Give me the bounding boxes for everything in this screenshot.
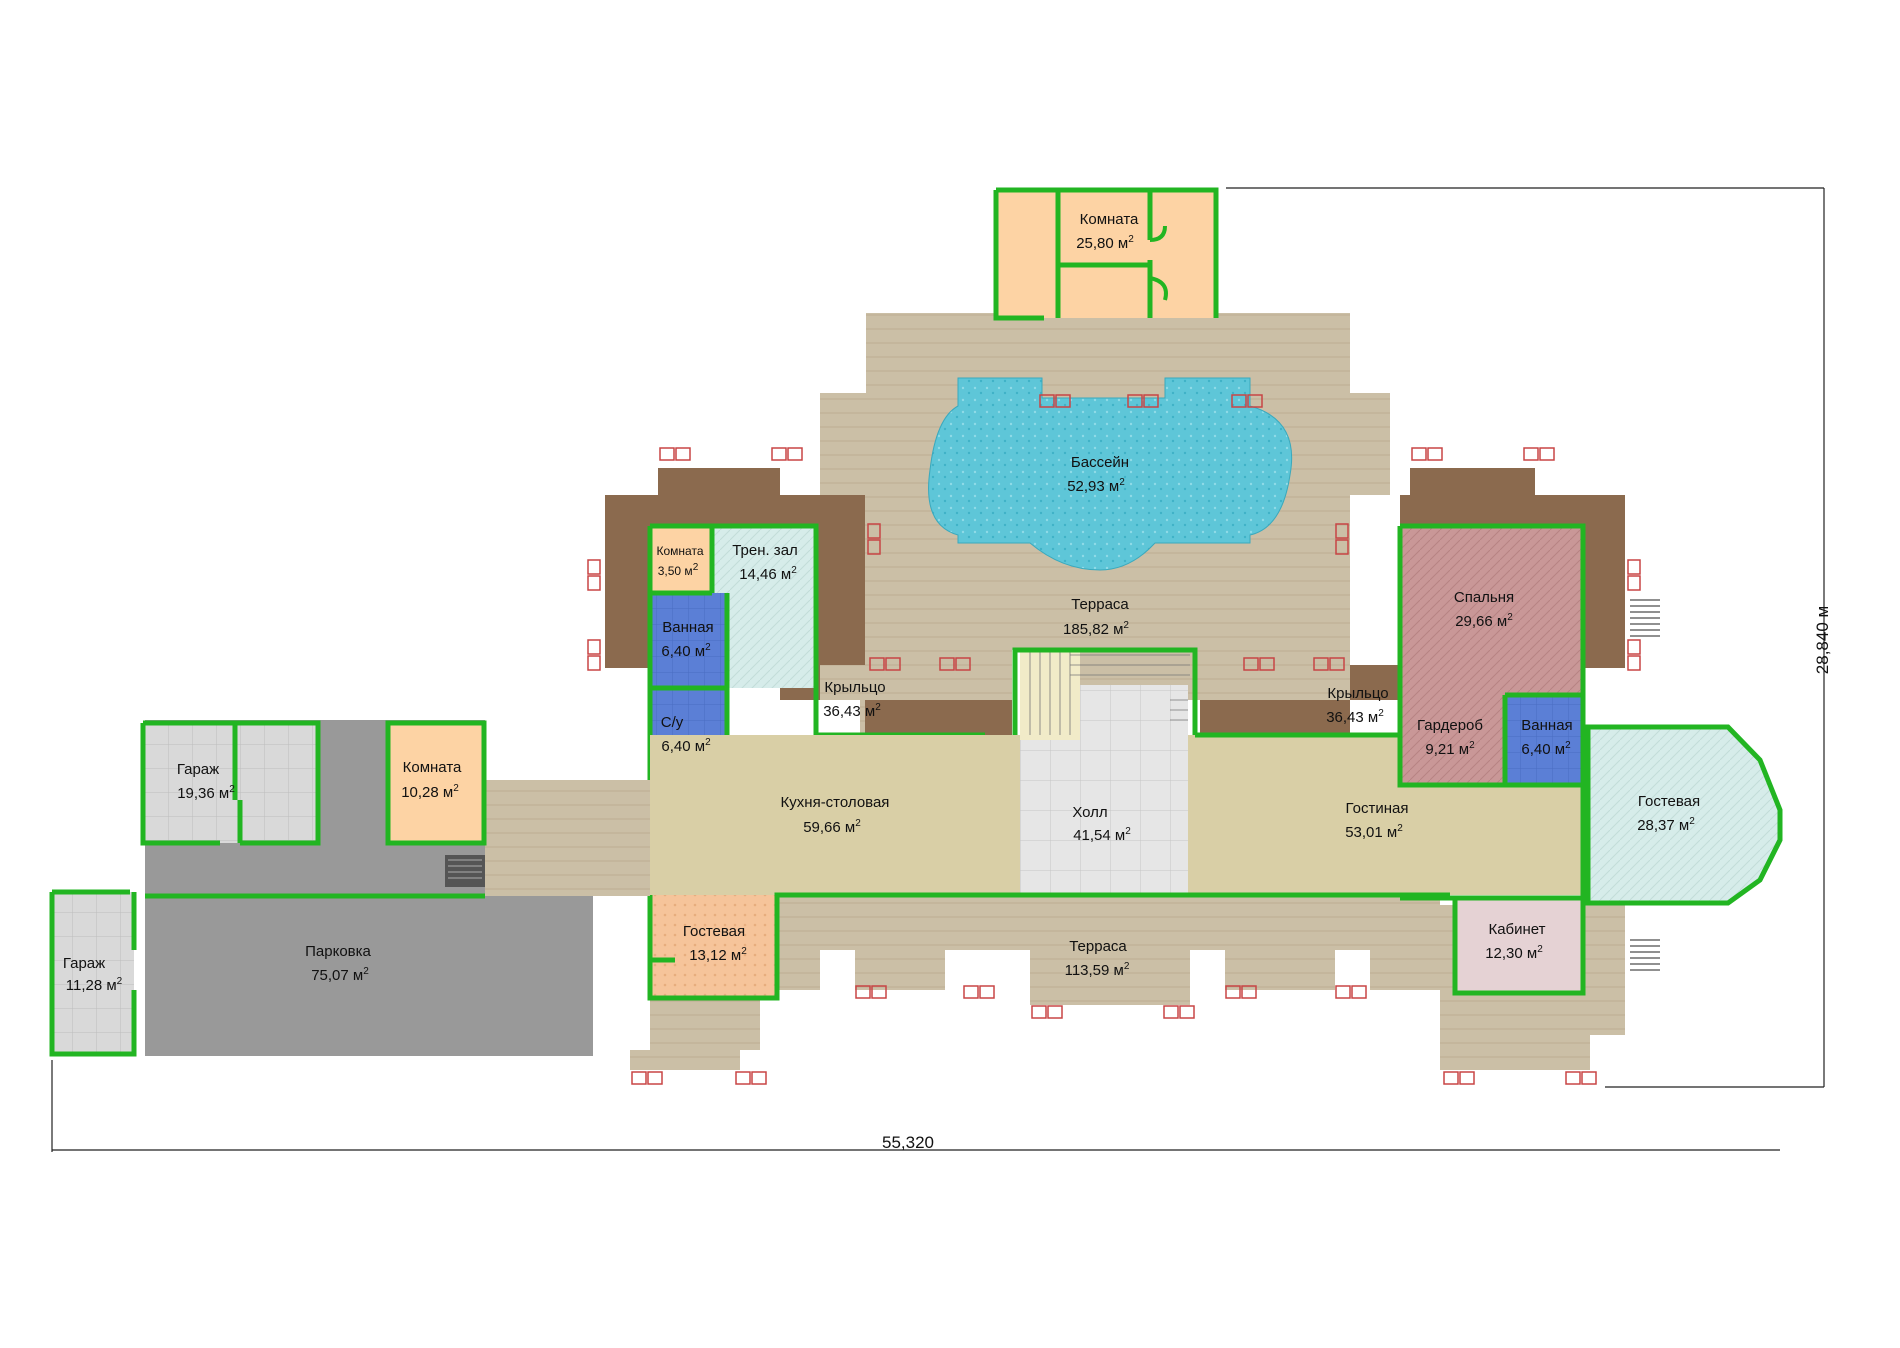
svg-text:Комната: Комната <box>403 759 462 776</box>
label-komnata-top: Комната 25,80 м2 <box>1076 211 1139 252</box>
svg-text:Парковка: Парковка <box>305 943 371 960</box>
svg-text:25,80 м2: 25,80 м2 <box>1076 234 1134 252</box>
svg-text:С/у: С/у <box>661 714 684 731</box>
label-gostevaya-left: Гостевая 13,12 м2 <box>683 923 747 964</box>
room-garderob <box>1400 690 1505 785</box>
room-gostevaya-left <box>647 892 1450 1001</box>
svg-text:59,66 м2: 59,66 м2 <box>803 818 861 836</box>
label-vannaya-right: Ванная 6,40 м2 <box>1521 717 1572 758</box>
label-tren-zal: Трен. зал 14,46 м2 <box>732 542 798 583</box>
svg-text:6,40 м2: 6,40 м2 <box>661 737 711 755</box>
room-komnata-small <box>650 528 712 593</box>
svg-text:14,46 м2: 14,46 м2 <box>739 565 797 583</box>
svg-text:12,30 м2: 12,30 м2 <box>1485 944 1543 962</box>
svg-text:Холл: Холл <box>1072 804 1107 821</box>
label-gostevaya-right: Гостевая 28,37 м2 <box>1637 793 1700 834</box>
label-garazh-top: Гараж 19,36 м2 <box>177 761 235 802</box>
label-komnata-left: Комната 10,28 м2 <box>401 759 462 801</box>
svg-text:9,21 м2: 9,21 м2 <box>1425 740 1475 758</box>
svg-text:13,12 м2: 13,12 м2 <box>689 946 747 964</box>
room-garazh-bottom <box>49 889 485 1057</box>
svg-text:Крыльцо: Крыльцо <box>824 679 885 696</box>
label-terrasa-bottom: Терраса 113,59 м2 <box>1065 938 1130 979</box>
svg-text:6,40 м2: 6,40 м2 <box>661 642 711 660</box>
svg-text:75,07 м2: 75,07 м2 <box>311 966 369 984</box>
label-garazh-bottom: Гараж 11,28 м2 <box>63 955 123 994</box>
svg-text:113,59 м2: 113,59 м2 <box>1065 961 1130 979</box>
label-kabinet: Кабинет 12,30 м2 <box>1485 921 1545 962</box>
svg-text:Гостевая: Гостевая <box>683 923 745 940</box>
label-kryltso-left: Крыльцо 36,43 м2 <box>823 679 885 720</box>
room-vannaya-left <box>650 593 727 688</box>
svg-text:Бассейн: Бассейн <box>1071 454 1129 471</box>
stairs-right <box>1630 599 1660 971</box>
svg-text:Ванная: Ванная <box>1521 717 1572 734</box>
terrace-posts <box>587 394 1641 1085</box>
svg-text:36,43 м2: 36,43 м2 <box>823 702 881 720</box>
room-holl <box>1020 649 1190 895</box>
svg-text:Кухня-столовая: Кухня-столовая <box>781 794 890 811</box>
svg-text:Спальня: Спальня <box>1454 589 1514 606</box>
svg-text:185,82 м2: 185,82 м2 <box>1063 620 1129 638</box>
room-garazh-top <box>140 720 321 846</box>
svg-text:Трен. зал: Трен. зал <box>732 542 798 559</box>
svg-text:10,28 м2: 10,28 м2 <box>401 783 459 801</box>
label-garderob: Гардероб 9,21 м2 <box>1417 717 1483 758</box>
dimension-height: 28,840 м <box>1813 606 1832 674</box>
room-komnata-top <box>993 187 1219 321</box>
room-kabinet <box>1400 895 1586 996</box>
svg-text:Гостевая: Гостевая <box>1638 793 1700 810</box>
label-bassein: Бассейн 52,93 м2 <box>1067 454 1129 495</box>
svg-text:Комната: Комната <box>1080 211 1139 228</box>
svg-text:Крыльцо: Крыльцо <box>1327 685 1388 702</box>
svg-text:41,54 м2: 41,54 м2 <box>1073 826 1131 844</box>
label-kuhnya: Кухня-столовая 59,66 м2 <box>781 794 890 836</box>
label-su: С/у 6,40 м2 <box>661 714 711 755</box>
svg-text:52,93 м2: 52,93 м2 <box>1067 477 1125 495</box>
terrace-bottom-deck <box>490 780 1625 1070</box>
label-terrasa-top: Терраса 185,82 м2 <box>1063 596 1129 638</box>
label-parkovka: Парковка 75,07 м2 <box>305 943 371 984</box>
label-holl: Холл 41,54 м2 <box>1072 804 1131 844</box>
svg-text:29,66 м2: 29,66 м2 <box>1455 612 1513 630</box>
svg-text:53,01 м2: 53,01 м2 <box>1345 823 1403 841</box>
svg-text:Гардероб: Гардероб <box>1417 717 1483 734</box>
pool <box>928 377 1293 571</box>
svg-text:28,37 м2: 28,37 м2 <box>1637 816 1695 834</box>
svg-text:6,40 м2: 6,40 м2 <box>1521 740 1571 758</box>
svg-text:36,43 м2: 36,43 м2 <box>1326 708 1384 726</box>
svg-text:Терраса: Терраса <box>1071 596 1129 613</box>
dimension-lines <box>51 187 1825 1152</box>
label-vannaya-left: Ванная 6,40 м2 <box>661 619 713 660</box>
room-gostevaya-right <box>1585 724 1783 906</box>
svg-text:Гараж: Гараж <box>63 955 105 972</box>
svg-text:Гараж: Гараж <box>177 761 219 778</box>
label-kryltso-right: Крыльцо 36,43 м2 <box>1326 685 1388 726</box>
walls-hall <box>1012 647 1400 738</box>
svg-text:Кабинет: Кабинет <box>1488 921 1545 938</box>
svg-text:Ванная: Ванная <box>662 619 713 636</box>
room-kuhnya <box>650 735 1020 895</box>
label-spalnya: Спальня 29,66 м2 <box>1454 589 1514 630</box>
svg-text:Комната: Комната <box>657 544 704 558</box>
svg-text:3,50 м2: 3,50 м2 <box>658 562 699 578</box>
walls-right-block <box>1397 523 1586 900</box>
room-vannaya-right <box>1505 697 1583 785</box>
dimension-width: 55,320 <box>882 1133 934 1152</box>
room-komnata-left <box>385 720 487 846</box>
label-gostinaya: Гостиная 53,01 м2 <box>1345 800 1408 841</box>
svg-text:11,28 м2: 11,28 м2 <box>66 976 123 994</box>
svg-text:19,36 м2: 19,36 м2 <box>177 784 235 802</box>
svg-text:Гостиная: Гостиная <box>1346 800 1409 817</box>
label-komnata-small: Комната 3,50 м2 <box>657 544 704 578</box>
svg-text:Терраса: Терраса <box>1069 938 1127 955</box>
